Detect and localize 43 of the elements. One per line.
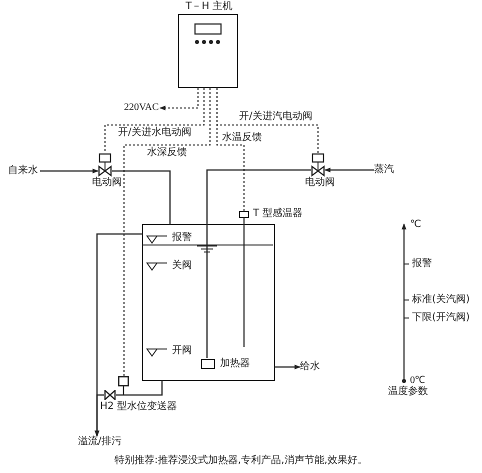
inlet-label: 自来水 — [8, 165, 40, 177]
scale-title: 温度参数 — [388, 386, 428, 398]
pipe-line — [324, 168, 374, 172]
level-label: 关阀 — [172, 260, 192, 272]
scale-label: 下限(开汽阀) — [412, 312, 470, 324]
temperature-sensor — [239, 211, 249, 218]
drain-valve — [104, 390, 116, 400]
power-label: 220VAC — [124, 102, 160, 114]
motorized-valve — [311, 153, 325, 177]
scale-label: ℃ — [410, 219, 422, 231]
pipe-line — [116, 381, 163, 396]
component-label: 电动阀 — [305, 177, 335, 189]
pipe-line — [206, 169, 311, 358]
edge-label: 开/关进汽电动阀 — [238, 111, 314, 123]
controller-title: T－H 主机 — [184, 1, 234, 13]
pipe-line — [40, 168, 99, 174]
signal-line — [104, 88, 205, 153]
edge-label: 水温反馈 — [221, 132, 263, 144]
pipe-line — [275, 364, 301, 370]
level-label: 开阀 — [172, 345, 192, 357]
heater-box — [201, 359, 215, 369]
signal-line — [216, 88, 245, 211]
component-label: H2 型水位变送器 — [100, 401, 178, 413]
component-label: T 型感温器 — [253, 208, 302, 220]
edge-label: 开/关进水电动阀 — [117, 127, 192, 139]
steam-label: 蒸汽 — [374, 164, 398, 176]
scale-label: 标准(关汽阀) — [412, 294, 470, 306]
scale-label: 0℃ — [410, 375, 425, 386]
outlet-label: 给水 — [300, 361, 324, 373]
edge-label: 水深反馈 — [146, 147, 188, 159]
overflow-label: 溢流/排污 — [78, 436, 126, 448]
level-label: 报警 — [172, 232, 192, 244]
pipe-line — [94, 394, 104, 437]
signal-line — [123, 88, 211, 376]
component-label: 加热器 — [220, 358, 250, 370]
component-label: 电动阀 — [92, 177, 122, 189]
motorized-valve — [98, 153, 112, 177]
signal-line — [159, 88, 199, 110]
water-tank — [142, 224, 275, 381]
scale-label: 报警 — [412, 258, 432, 270]
level-transmitter — [118, 376, 129, 395]
pipe-line — [112, 170, 171, 224]
caption: 特别推荐:推荐浸没式加热器,专利产品,消声节能,效果好。 — [114, 455, 368, 467]
